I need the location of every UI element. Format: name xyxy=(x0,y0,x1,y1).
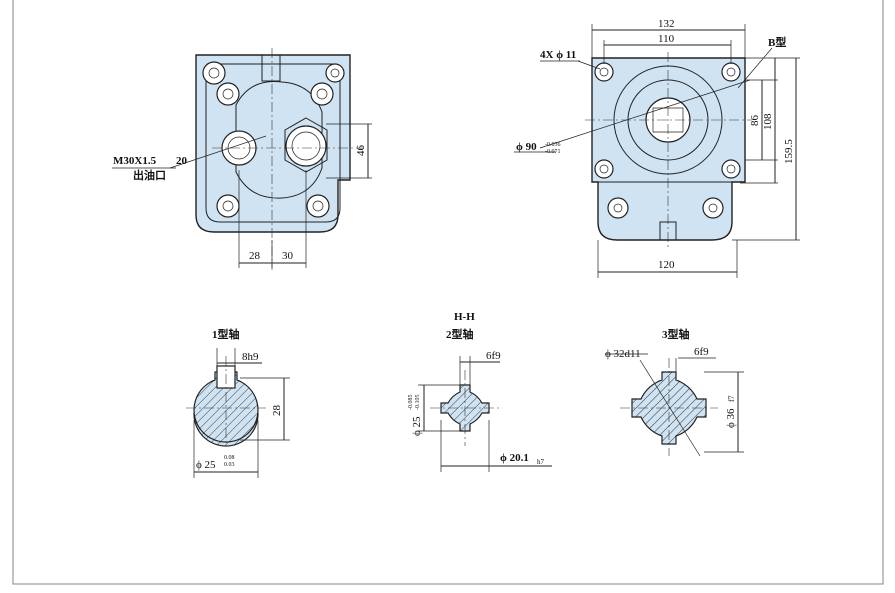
port-depth-label: 20 xyxy=(176,155,188,167)
pilot-dia-label: ϕ 90 xyxy=(516,141,537,153)
shaft-1-dia-tol: 0.08 xyxy=(224,455,235,461)
shaft-3-outer: ϕ 36 xyxy=(725,408,737,428)
shaft-1-section xyxy=(186,348,290,478)
outlet-label: 出油口 xyxy=(133,168,166,182)
dim-30: 30 xyxy=(282,250,294,262)
pilot-tol2: -0.071 xyxy=(545,149,561,155)
shaft-2-inner: ϕ 20.1 xyxy=(500,452,529,464)
dim-110: 110 xyxy=(658,33,675,45)
side-view xyxy=(514,24,800,278)
shaft-2-dia-tol2: -0.105 xyxy=(415,395,421,411)
dim-132: 132 xyxy=(658,18,675,30)
shaft-3-outer-tol: f7 xyxy=(727,395,736,402)
shaft-2-section xyxy=(418,356,552,472)
shaft-1-key: 8h9 xyxy=(242,351,259,363)
dim-108: 108 xyxy=(762,113,774,130)
shaft-2-key: 6f9 xyxy=(486,350,501,362)
port-thread-label: M30X1.5 xyxy=(113,155,157,167)
shaft-3-title: 3型轴 xyxy=(662,327,690,341)
pilot-tol: -0.036 xyxy=(545,142,561,148)
dim-86: 86 xyxy=(749,115,761,127)
dim-46: 46 xyxy=(355,145,367,157)
shaft-2-title: 2型轴 xyxy=(446,327,474,341)
shaft-3-dia: ϕ 32d11 xyxy=(605,348,641,360)
shaft-2-inner-tol: h7 xyxy=(537,458,545,466)
flange-type-label: B型 xyxy=(768,35,786,49)
dim-120: 120 xyxy=(658,259,675,271)
shaft-3-section xyxy=(605,353,744,457)
bolt-hole-label: 4X ϕ 11 xyxy=(540,49,576,61)
section-hh-label: H-H xyxy=(454,311,475,323)
shaft-1-dia: ϕ 25 xyxy=(196,459,216,471)
shaft-3-key: 6f9 xyxy=(694,346,709,358)
page-border xyxy=(12,0,884,585)
shaft-2-dia: ϕ 25 xyxy=(411,416,423,436)
dim-28: 28 xyxy=(249,250,261,262)
shaft-2-dia-tol: -0.085 xyxy=(408,395,414,411)
shaft-1-dia-tol2: 0.03 xyxy=(224,462,235,468)
shaft-1-height: 28 xyxy=(271,405,283,417)
shaft-1-title: 1型轴 xyxy=(212,327,240,341)
dim-159-5: 159.5 xyxy=(783,139,795,164)
front-view xyxy=(112,48,372,270)
